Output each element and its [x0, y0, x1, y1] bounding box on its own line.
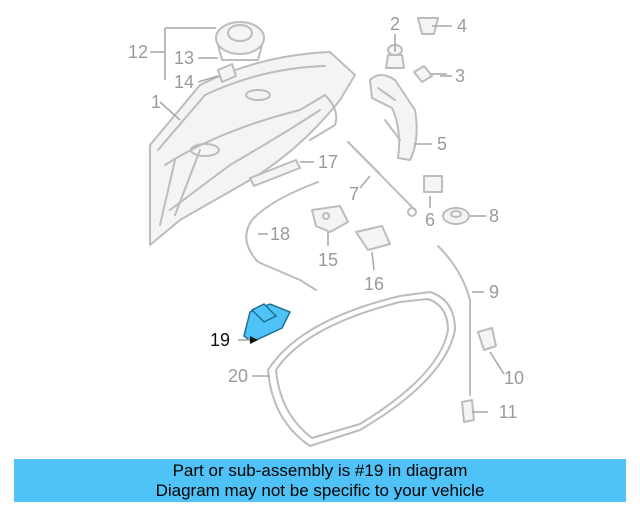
part-19-stem[interactable]: [250, 303, 278, 323]
callout-10: 10: [504, 368, 524, 388]
part-4-grommet: [417, 17, 439, 35]
part-9-support-rod: [437, 245, 471, 396]
info-banner: Part or sub-assembly is #19 in diagram D…: [14, 459, 626, 502]
callout-13: 13: [174, 48, 194, 68]
callout-12: 12: [128, 42, 148, 62]
callout-14: 14: [174, 72, 194, 92]
banner-line-2: Diagram may not be specific to your vehi…: [155, 480, 485, 500]
leader-lines: [150, 25, 505, 413]
callout-11: 11: [499, 402, 518, 422]
callout-4: 4: [457, 16, 467, 36]
part-6-stopper: [423, 175, 443, 193]
callout-19: 19: [210, 330, 230, 350]
part-3-bolt: [413, 65, 447, 83]
part-15-latch: [311, 205, 349, 233]
callout-labels: 1 2 3 4 5 6 7 8 9 10 11 12 13 14 15 16 1…: [128, 14, 524, 422]
callout-2: 2: [390, 14, 400, 34]
part-1-trunk-lid: [149, 51, 356, 246]
part-14-clip: [217, 63, 237, 83]
callout-8: 8: [489, 206, 499, 226]
part-18-release-cable: [245, 181, 319, 291]
part-8-grommet: [442, 207, 470, 225]
callout-18: 18: [270, 224, 290, 244]
callout-9: 9: [489, 282, 499, 302]
callout-6: 6: [425, 210, 435, 230]
callout-17: 17: [318, 152, 338, 172]
part-7-gas-strut: [347, 141, 417, 217]
callout-5: 5: [437, 134, 447, 154]
callout-7: 7: [349, 184, 359, 204]
callout-20: 20: [228, 366, 248, 386]
part-13-lock-cylinder: [215, 21, 265, 61]
banner-line-1: Part or sub-assembly is #19 in diagram: [172, 460, 468, 480]
part-5-hinge: [369, 74, 418, 161]
callout-16: 16: [364, 274, 384, 294]
callout-3: 3: [455, 66, 465, 86]
callout-15: 15: [318, 250, 338, 270]
part-17-trim-strip: [249, 159, 301, 187]
part-10-clip: [477, 327, 497, 351]
callout-1: 1: [151, 92, 161, 112]
part-11-fastener: [461, 399, 475, 423]
part-16-striker: [355, 225, 391, 251]
part-19-bracket-highlighted[interactable]: [243, 303, 292, 343]
part-20-weatherstrip: [267, 291, 456, 447]
